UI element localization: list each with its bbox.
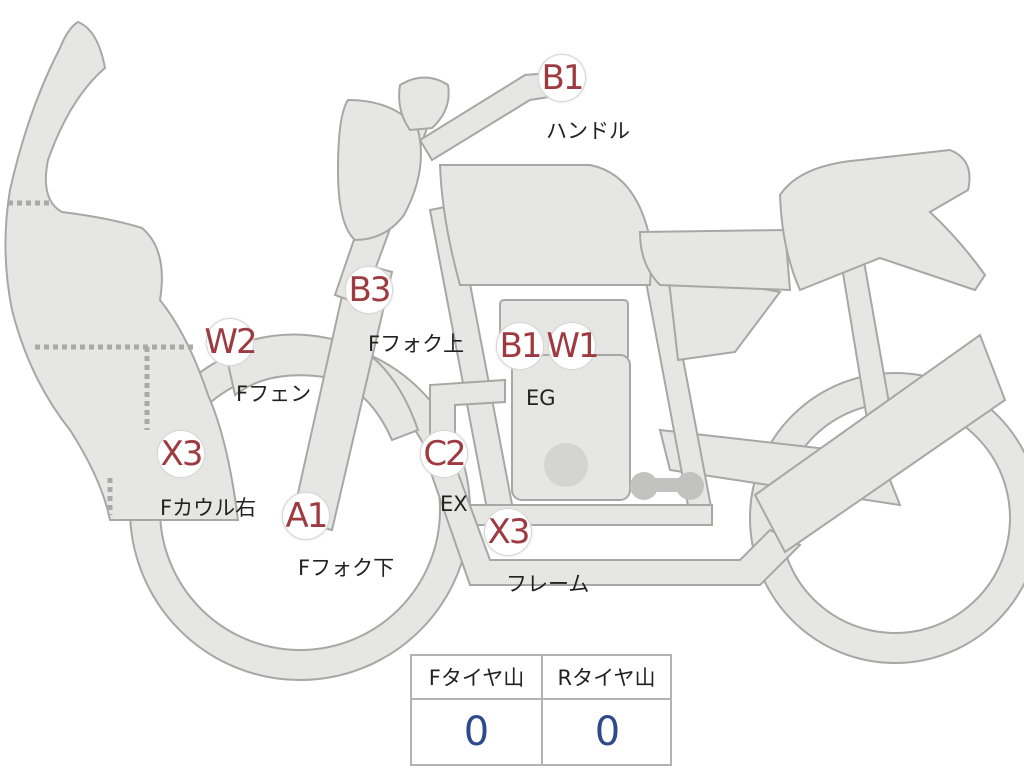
damage-badge-frame: X3 — [484, 508, 532, 556]
seat-front — [638, 228, 792, 292]
engine-cover — [544, 443, 588, 487]
footpeg-right — [676, 472, 704, 500]
damage-badge-engine-w: W1 — [546, 322, 600, 370]
damage-label-engine: EG — [526, 386, 556, 410]
fuel-tank — [438, 164, 654, 286]
rear-tire — [750, 373, 1024, 663]
muffler — [753, 333, 1007, 554]
damage-label-exhaust: EX — [440, 492, 468, 516]
damage-badge-ffork-lower: A1 — [282, 492, 330, 540]
damage-label-ffork-upper: Fフォク上 — [368, 332, 465, 356]
front-cowl — [4, 20, 240, 521]
damage-label-ffork-lower: Fフォク下 — [298, 556, 395, 580]
damage-badge-handle: B1 — [538, 54, 586, 102]
damage-label-ffender: Fフェン — [236, 382, 312, 406]
damage-label-handle: ハンドル — [546, 119, 630, 143]
tire-tread-table: Fタイヤ山 Rタイヤ山 0 0 — [410, 654, 672, 766]
front-tread-header: Fタイヤ山 — [412, 656, 541, 700]
damage-label-frame: フレーム — [506, 572, 590, 596]
rear-tire-outer-edge — [749, 372, 1024, 664]
exhaust-pipe — [429, 378, 802, 586]
damage-label-fcowl-right: Fカウル右 — [160, 496, 257, 520]
rear-tread-value: 0 — [541, 700, 672, 764]
seat-tail — [778, 148, 987, 292]
footpeg-left — [630, 472, 658, 500]
damage-badge-engine-b: B1 — [496, 322, 544, 370]
damage-badge-ffork-upper: B3 — [345, 266, 393, 314]
damage-badge-exhaust: C2 — [420, 430, 468, 478]
rear-tread-header: Rタイヤ山 — [541, 656, 670, 700]
damage-badge-fcowl-right: X3 — [157, 430, 205, 478]
damage-badge-ffender: W2 — [204, 318, 258, 366]
mirror — [398, 76, 450, 132]
front-tread-value: 0 — [463, 709, 490, 755]
